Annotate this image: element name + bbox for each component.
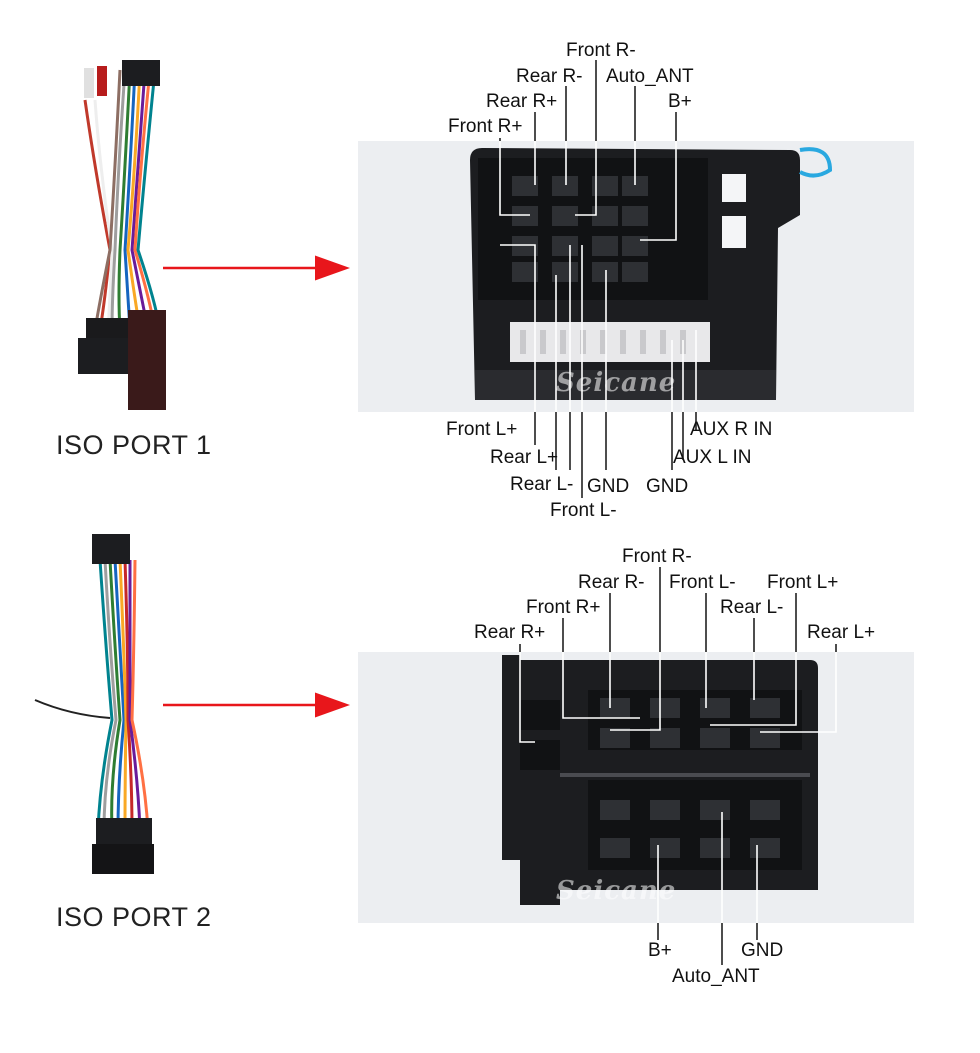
p2-rear-l-plus: Rear L+: [807, 622, 876, 643]
watermark-2: Seicane: [556, 876, 677, 906]
p1-b-plus: B+: [668, 91, 692, 112]
leaders-port-2-outside: [519, 567, 837, 965]
harness-1-rca-white: [84, 68, 94, 98]
p1-aux-r-in: AUX R IN: [690, 419, 773, 440]
port-1-title: ISO PORT 1: [56, 430, 212, 460]
p1-front-l-minus: Front L-: [550, 500, 617, 521]
p2-front-r-minus: Front R-: [622, 546, 692, 567]
p1-auto-ant: Auto_ANT: [606, 66, 694, 87]
p2-b-plus: B+: [648, 940, 672, 961]
p2-auto-ant: Auto_ANT: [672, 966, 760, 987]
p1-rear-r-plus: Rear R+: [486, 91, 558, 112]
p2-rear-l-minus: Rear L-: [720, 597, 784, 618]
harness-2-plug-b: [92, 844, 154, 874]
p1-rear-r-minus: Rear R-: [516, 66, 583, 87]
harness-2-wires: [34, 559, 150, 831]
port-2-title: ISO PORT 2: [56, 902, 212, 932]
p1-front-r-minus: Front R-: [566, 40, 636, 61]
p1-gnd-b: GND: [646, 476, 689, 497]
watermark-1: Seicane: [556, 368, 677, 398]
leaders-port-1-outside: [499, 60, 697, 498]
p2-front-l-plus: Front L+: [767, 572, 839, 593]
p1-aux-l-in: AUX L IN: [673, 447, 752, 468]
connector-1-body: [470, 147, 833, 400]
p2-gnd: GND: [741, 940, 784, 961]
harness-2-top-plug: [92, 534, 130, 564]
p1-front-l-plus: Front L+: [446, 419, 518, 440]
harness-1-rca-red: [97, 66, 107, 96]
harness-1-top-plug: [122, 60, 160, 86]
harness-1-plug-c: [128, 310, 166, 410]
p1-rear-l-minus: Rear L-: [510, 474, 574, 495]
p2-rear-r-plus: Rear R+: [474, 622, 546, 643]
p1-gnd-a: GND: [587, 476, 630, 497]
harness-1-wires: [83, 69, 162, 331]
p2-front-l-minus: Front L-: [669, 572, 736, 593]
p2-front-r-plus: Front R+: [526, 597, 601, 618]
p2-rear-r-minus: Rear R-: [578, 572, 645, 593]
p1-rear-l-plus: Rear L+: [490, 447, 559, 468]
p1-front-r-plus: Front R+: [448, 116, 523, 137]
